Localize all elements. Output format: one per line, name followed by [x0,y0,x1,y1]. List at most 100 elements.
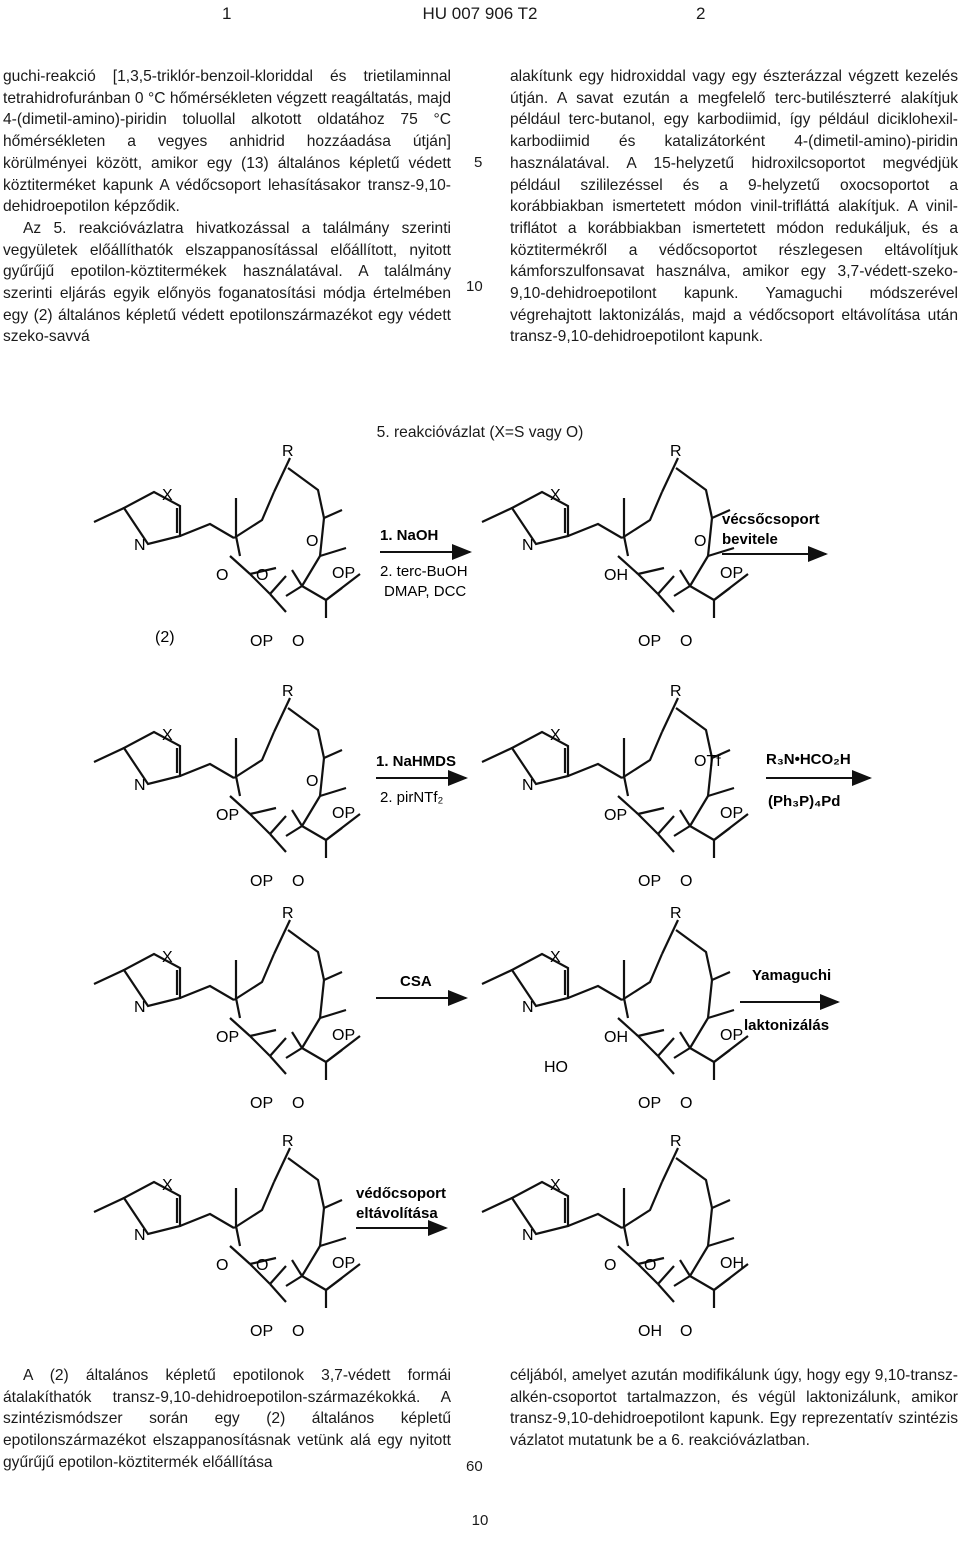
atom-label: OP [332,805,355,822]
atom-label: N [522,1227,534,1244]
protected-ester-structure: X N R O OP OP OP O [92,683,362,890]
paragraph: A (2) általános képletű epotilonok 3,7-v… [3,1367,451,1471]
atom-label: R [282,683,294,700]
atom-label: OH [604,567,628,584]
compound-label: (2) [155,629,175,646]
seco-acid-structure: X N R OH OP HO OP O [480,905,750,1112]
header-right-page: 2 [696,4,706,23]
atom-label: N [522,999,534,1016]
atom-label: HO [544,1059,568,1076]
atom-label: OP [250,873,273,890]
paragraph: guchi-reakció [1,3,5-triklór-benzoil-klo… [3,68,451,216]
atom-label: OP [720,1027,743,1044]
reagent-label: DMAP, DCC [384,583,466,600]
reagent-label: 2. pirNTf₂ [380,789,444,806]
header-doc-id: HU 007 906 T2 [422,4,538,23]
atom-label: O [680,1323,692,1340]
atom-label: OP [604,807,627,824]
reagent-label: CSA [400,973,432,990]
atom-label: O [604,1257,616,1274]
atom-label: R [670,683,682,700]
atom-label: O [216,567,228,584]
atom-label: N [134,999,146,1016]
compound-2-structure: X N R O O O OP OP O [92,443,362,650]
atom-label: OP [638,1095,661,1112]
line-number: 10 [466,278,483,295]
atom-label: X [162,727,173,744]
reagent-label: bevitele [722,531,778,548]
vinyl-triflate-structure: X N R OTf OP OP OP O [480,683,750,890]
atom-label: OP [720,805,743,822]
protected-lactone-structure: X N R O O OP OP O [92,1133,362,1340]
reagent-label: (Ph₃P)₄Pd [768,793,840,810]
atom-label: X [162,487,173,504]
atom-label: N [522,777,534,794]
atom-label: O [216,1257,228,1274]
atom-label: X [162,1177,173,1194]
atom-label: N [134,777,146,794]
atom-label: O [306,533,318,550]
reagent-label: védőcsoport [356,1185,446,1202]
atom-label: OP [332,1027,355,1044]
paragraph: céljából, amelyet azután modifikálunk úg… [510,1367,958,1450]
atom-label: O [680,1095,692,1112]
atom-label: X [550,1177,561,1194]
top-left-column: guchi-reakció [1,3,5-triklór-benzoil-klo… [3,66,451,348]
header-left-page: 1 [222,4,232,23]
atom-label: OH [604,1029,628,1046]
bottom-left-column: A (2) általános képletű epotilonok 3,7-v… [3,1365,451,1474]
atom-label: OH [720,1255,744,1272]
atom-label: O [644,1257,656,1274]
atom-label: X [162,949,173,966]
atom-label: N [134,537,146,554]
atom-label: OP [332,1255,355,1272]
atom-label: X [550,727,561,744]
atom-label: R [282,443,294,460]
atom-label: X [550,949,561,966]
atom-label: O [256,567,268,584]
dehydroepothilone-product-structure: X N R O O OH OH O [480,1133,750,1340]
paragraph: Az 5. reakcióvázlatra hivatkozással a ta… [3,219,451,346]
atom-label: R [282,1133,294,1150]
atom-label: O [256,1257,268,1274]
atom-label: OP [720,565,743,582]
dehydro-ester-structure: X N R OP OP OP O [92,905,362,1112]
atom-label: R [282,905,294,922]
atom-label: R [670,443,682,460]
reagent-label: 1. NaOH [380,527,438,544]
atom-label: OH [638,1323,662,1340]
reagent-label: eltávolítása [356,1205,438,1222]
atom-label: R [670,1133,682,1150]
reagent-label: 1. NaHMDS [376,753,456,770]
atom-label: R [670,905,682,922]
atom-label: O [306,773,318,790]
atom-label: OP [638,873,661,890]
atom-label: OP [250,1095,273,1112]
top-right-column: alakítunk egy hidroxiddal vagy egy észte… [510,66,958,348]
atom-label: O [292,633,304,650]
atom-label: O [292,1323,304,1340]
atom-label: OP [216,1029,239,1046]
line-number: 60 [466,1458,483,1475]
atom-label: OTf [694,753,721,770]
reagent-label: 2. terc-BuOH [380,563,468,580]
page-number: 10 [471,1512,489,1529]
scheme-title: 5. reakcióvázlat (X=S vagy O) [376,424,584,441]
atom-label: X [550,487,561,504]
seco-ester-structure: X N R O OH OP OP O [480,443,750,650]
reagent-label: Yamaguchi [752,967,831,984]
reagent-label: vécsőcsoport [722,511,820,528]
atom-label: OP [216,807,239,824]
atom-label: N [522,537,534,554]
atom-label: OP [332,565,355,582]
atom-label: N [134,1227,146,1244]
atom-label: OP [638,633,661,650]
atom-label: O [694,533,706,550]
atom-label: OP [250,1323,273,1340]
atom-label: O [680,633,692,650]
reagent-label: R₃N•HCO₂H [766,751,851,768]
bottom-right-column: céljából, amelyet azután modifikálunk úg… [510,1365,958,1452]
reagent-label: laktonizálás [744,1017,829,1034]
